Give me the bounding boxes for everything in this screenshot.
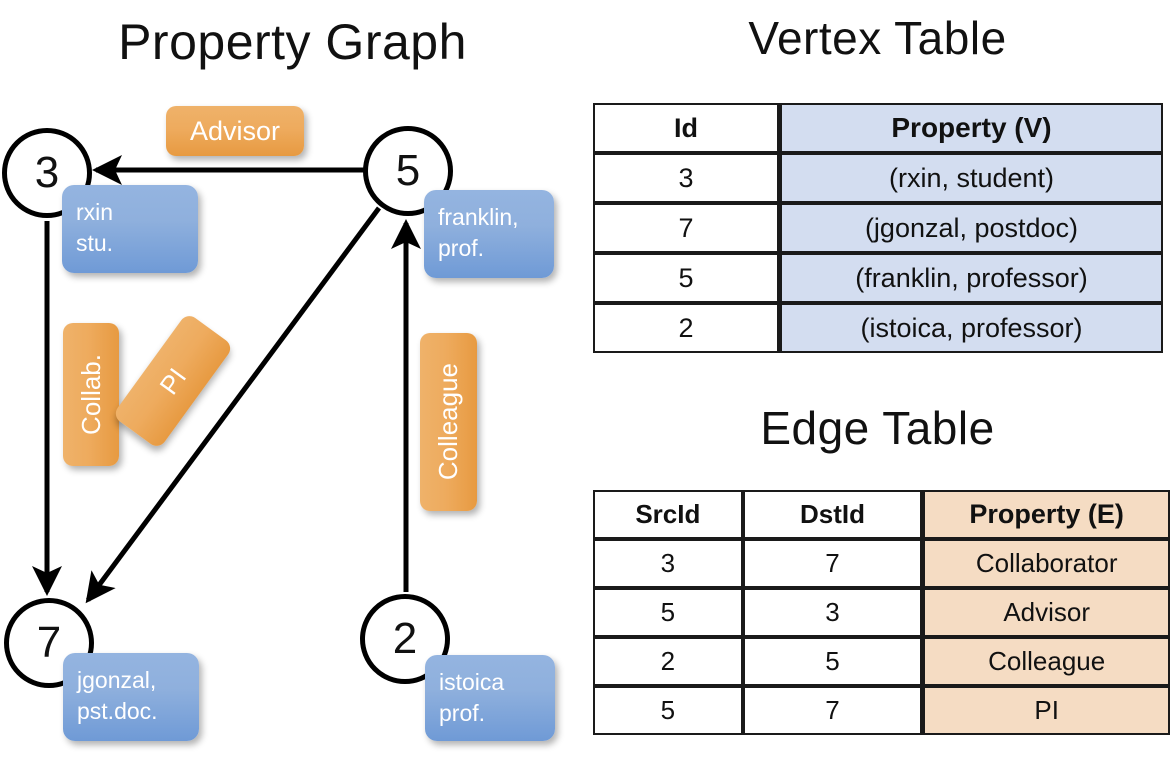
edge-table-cell-srcid: 2 [593, 637, 743, 686]
edge-table-cell-dstid: 7 [742, 539, 923, 588]
edge-table-header-dstid: DstId [742, 490, 923, 539]
edge-table-cell-property: PI [922, 686, 1170, 735]
edge-label-pi-text: PI [153, 361, 192, 400]
vertex-table: Id Property (V) 3 (rxin, student) 7 (jgo… [593, 103, 1163, 353]
vertex-table-cell-property: (jgonzal, postdoc) [779, 203, 1163, 253]
vertex-node-5[interactable]: 5 [363, 126, 453, 216]
page-title-property-graph: Property Graph [118, 14, 467, 70]
page-title-edge-table: Edge Table [760, 402, 995, 454]
table-row: 2 (istoica, professor) [593, 303, 1163, 353]
vertex-table-cell-property: (istoica, professor) [779, 303, 1163, 353]
table-row: 5 7 PI [593, 686, 1170, 735]
graph-edge-arrows [32, 155, 421, 604]
vertex-table-cell-property: (rxin, student) [779, 153, 1163, 203]
vertex-table-header-id: Id [593, 103, 779, 153]
vertex-property-box-rxin: rxin stu. [62, 185, 198, 273]
edge-label-colleague: Colleague [420, 333, 477, 511]
table-row: 3 7 Collaborator [593, 539, 1170, 588]
edge-label-advisor: Advisor [166, 106, 304, 156]
table-row: 5 (franklin, professor) [593, 253, 1163, 303]
table-row: 7 (jgonzal, postdoc) [593, 203, 1163, 253]
vertex-table-cell-property: (franklin, professor) [779, 253, 1163, 303]
vertex-property-box-istoica: istoica prof. [425, 655, 555, 741]
edge-table-cell-property: Advisor [922, 588, 1170, 637]
vertex-table-header-property: Property (V) [779, 103, 1163, 153]
vertex-node-2[interactable]: 2 [360, 594, 450, 684]
table-row: 5 3 Advisor [593, 588, 1170, 637]
edge-arrow-5-to-7 [85, 206, 382, 604]
edge-label-advisor-text: Advisor [189, 115, 281, 146]
edge-table-cell-dstid: 5 [742, 637, 923, 686]
vertex-table-header-row: Id Property (V) [593, 103, 1163, 153]
vertex-property-box-franklin: franklin, prof. [424, 190, 554, 278]
edge-table-cell-property: Collaborator [922, 539, 1170, 588]
vertex-table-cell-id: 3 [593, 153, 779, 203]
edge-label-collab-text: Collab. [75, 354, 106, 435]
vertex-property-box-jgonzal: jgonzal, pst.doc. [63, 653, 199, 741]
vertex-table-cell-id: 2 [593, 303, 779, 353]
edge-label-colleague-text: Colleague [433, 363, 463, 481]
edge-table-cell-dstid: 7 [742, 686, 923, 735]
edge-table-cell-dstid: 3 [742, 588, 923, 637]
edge-table-header-property: Property (E) [922, 490, 1170, 539]
edge-table-cell-property: Colleague [922, 637, 1170, 686]
edge-table-header-row: SrcId DstId Property (E) [593, 490, 1170, 539]
page-title-vertex-table: Vertex Table [748, 12, 1007, 64]
table-row: 2 5 Colleague [593, 637, 1170, 686]
edge-label-collab: Collab. [63, 323, 119, 466]
edge-table-cell-srcid: 5 [593, 588, 743, 637]
edge-table: SrcId DstId Property (E) 3 7 Collaborato… [593, 490, 1170, 735]
property-graph-diagram: 3 5 7 2 rxin stu. franklin, prof. jgonza… [2, 106, 555, 741]
vertex-table-cell-id: 7 [593, 203, 779, 253]
edge-table-cell-srcid: 3 [593, 539, 743, 588]
edge-table-header-srcid: SrcId [593, 490, 743, 539]
edge-table-cell-srcid: 5 [593, 686, 743, 735]
vertex-table-cell-id: 5 [593, 253, 779, 303]
table-row: 3 (rxin, student) [593, 153, 1163, 203]
